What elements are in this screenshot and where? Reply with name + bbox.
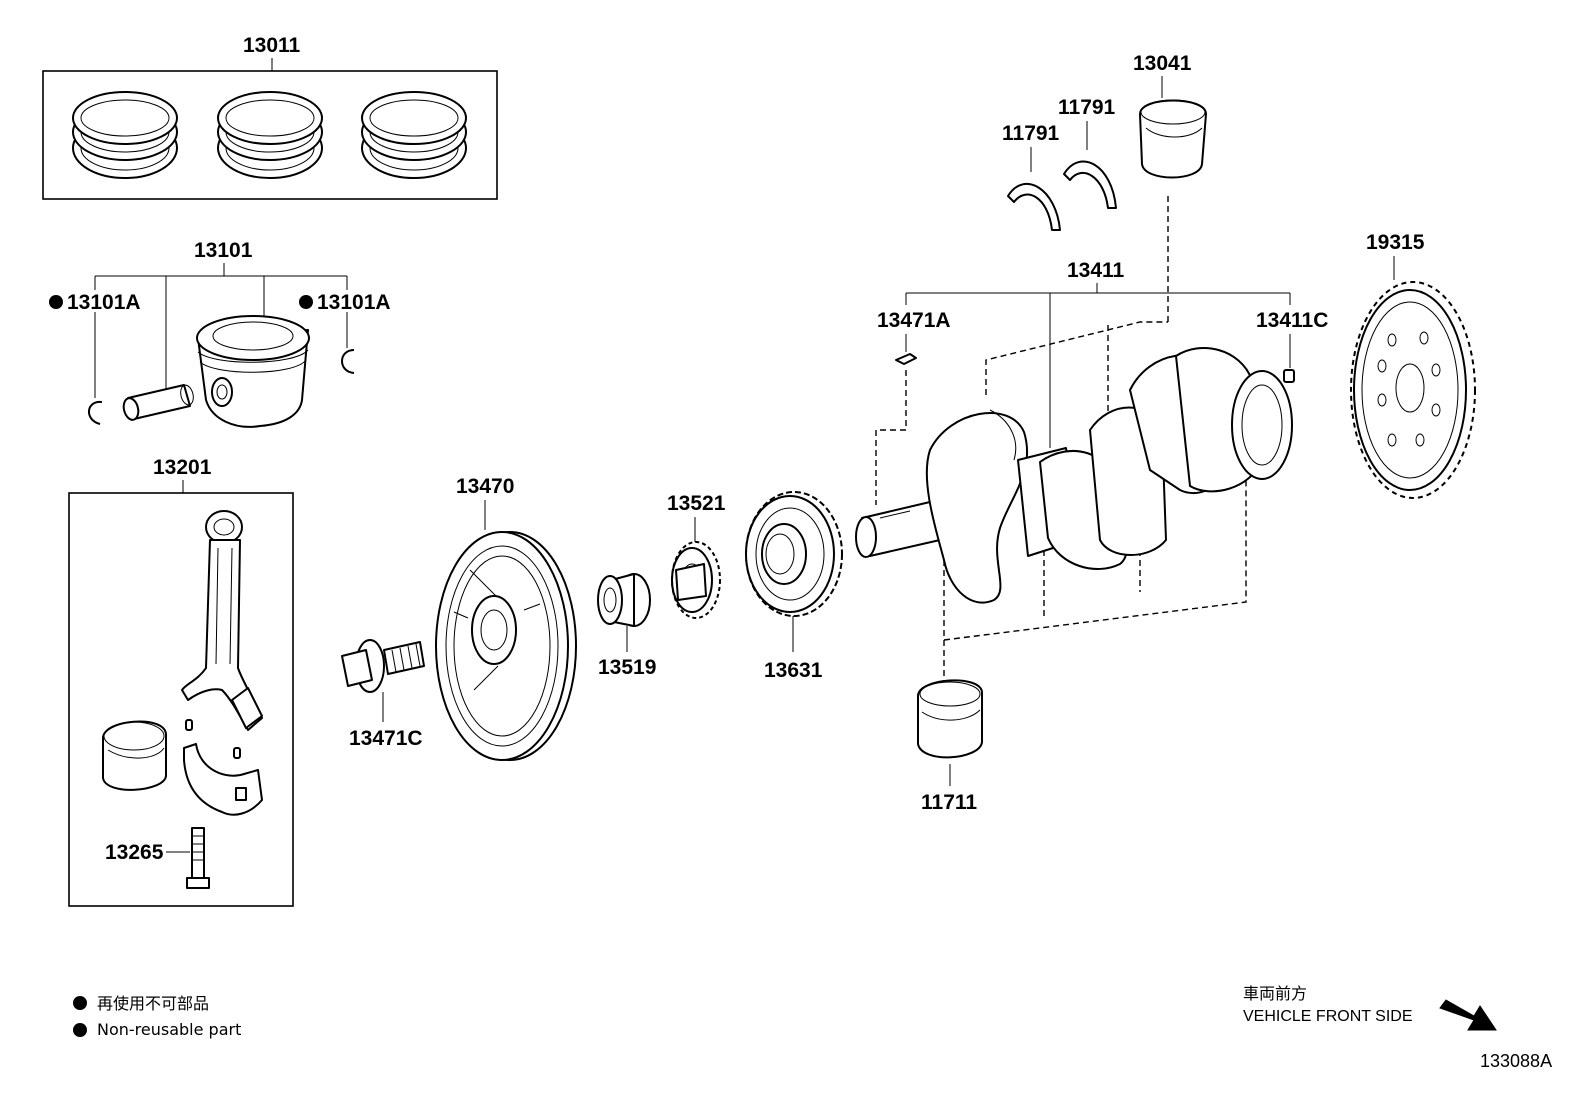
rod-bearing-icon xyxy=(102,720,167,791)
snap-ring-left-icon xyxy=(88,400,103,425)
part-number-13471c[interactable]: 13471C xyxy=(349,727,423,750)
piston-ring-icon xyxy=(72,91,178,179)
pulley-bolt-group: 13471C xyxy=(341,639,425,750)
crank-gear-icon xyxy=(745,491,843,617)
legend-english: Non-reusable part xyxy=(97,1020,241,1039)
crankshaft-group: 13411 13471A 13411C xyxy=(855,196,1328,690)
crank-spacer-icon xyxy=(597,573,651,627)
piston-ring-set-box xyxy=(42,70,498,200)
thrust-washer-group: 11791 11791 xyxy=(1002,96,1117,231)
crank-pulley-icon xyxy=(435,531,577,761)
snap-ring-right-icon xyxy=(341,349,355,374)
part-number-13519[interactable]: 13519 xyxy=(598,656,656,679)
crank-gear-group: 13631 xyxy=(745,491,843,682)
part-number-13471a[interactable]: 13471A xyxy=(877,309,951,332)
crank-pulley-group: 13470 xyxy=(435,475,577,761)
part-number-13265[interactable]: 13265 xyxy=(105,841,164,864)
lower-bearing-group: 11711 xyxy=(917,679,983,814)
part-number-13101[interactable]: 13101 xyxy=(194,239,253,262)
legend-japanese: 再使用不可部品 xyxy=(97,994,209,1013)
crankshaft-icon xyxy=(855,347,1293,604)
non-reusable-marker-icon xyxy=(73,996,87,1010)
front-side-japanese: 車両前方 xyxy=(1243,985,1307,1003)
lower-bearing-icon xyxy=(917,679,983,759)
piston-pin-icon xyxy=(122,384,194,421)
rod-bolt-icon xyxy=(186,827,210,889)
pulley-bolt-icon xyxy=(341,639,425,693)
connecting-rod-box xyxy=(68,492,294,907)
part-number-11711[interactable]: 11711 xyxy=(921,791,977,814)
piston-ring-icon xyxy=(361,91,467,179)
timing-sprocket-group: 13521 xyxy=(667,492,726,619)
piston-ring-icon xyxy=(217,91,323,179)
legend: 再使用不可部品 Non-reusable part xyxy=(73,994,241,1039)
part-number-13101a-left[interactable]: 13101A xyxy=(67,291,141,314)
part-number-13041[interactable]: 13041 xyxy=(1133,52,1192,75)
piston-group: 13101 13101A 13101A xyxy=(49,239,391,428)
front-arrow-icon xyxy=(1439,999,1497,1031)
piston-ring-set-group: 13011 xyxy=(42,34,498,200)
timing-sprocket-icon xyxy=(671,541,721,619)
rod-cap-icon xyxy=(183,743,263,816)
part-number-13101a-right[interactable]: 13101A xyxy=(317,291,391,314)
upper-bearing-group: 13041 xyxy=(1133,52,1207,179)
crank-pin-icon xyxy=(1283,369,1295,383)
piston-icon xyxy=(196,315,310,428)
part-number-13470[interactable]: 13470 xyxy=(456,475,514,498)
upper-bearing-icon xyxy=(1139,99,1207,179)
spacer-group: 13519 xyxy=(597,573,656,679)
part-number-13411[interactable]: 13411 xyxy=(1067,259,1125,282)
connecting-rod-group: 13201 13265 xyxy=(68,456,294,907)
connecting-rod-icon xyxy=(181,510,263,759)
thrust-washer-icon xyxy=(1007,183,1061,231)
diagram-code: 133088A xyxy=(1480,1051,1552,1071)
non-reusable-marker-icon xyxy=(49,295,63,309)
part-number-13631[interactable]: 13631 xyxy=(764,659,823,682)
non-reusable-marker-icon xyxy=(73,1023,87,1037)
timing-rotor-group: 19315 xyxy=(1350,231,1476,499)
part-number-19315[interactable]: 19315 xyxy=(1366,231,1425,254)
part-number-13011[interactable]: 13011 xyxy=(243,34,301,57)
non-reusable-marker-icon xyxy=(299,295,313,309)
part-number-11791-right[interactable]: 11791 xyxy=(1058,96,1116,119)
crank-key-icon xyxy=(895,353,917,365)
vehicle-front-indicator: 車両前方 VEHICLE FRONT SIDE xyxy=(1243,985,1497,1031)
part-number-11791-left[interactable]: 11791 xyxy=(1002,122,1060,145)
part-number-13411c[interactable]: 13411C xyxy=(1256,309,1328,332)
part-number-13521[interactable]: 13521 xyxy=(667,492,726,515)
part-number-13201[interactable]: 13201 xyxy=(153,456,212,479)
front-side-english: VEHICLE FRONT SIDE xyxy=(1243,1008,1413,1025)
timing-rotor-icon xyxy=(1350,281,1476,499)
thrust-washer-icon xyxy=(1063,160,1117,209)
